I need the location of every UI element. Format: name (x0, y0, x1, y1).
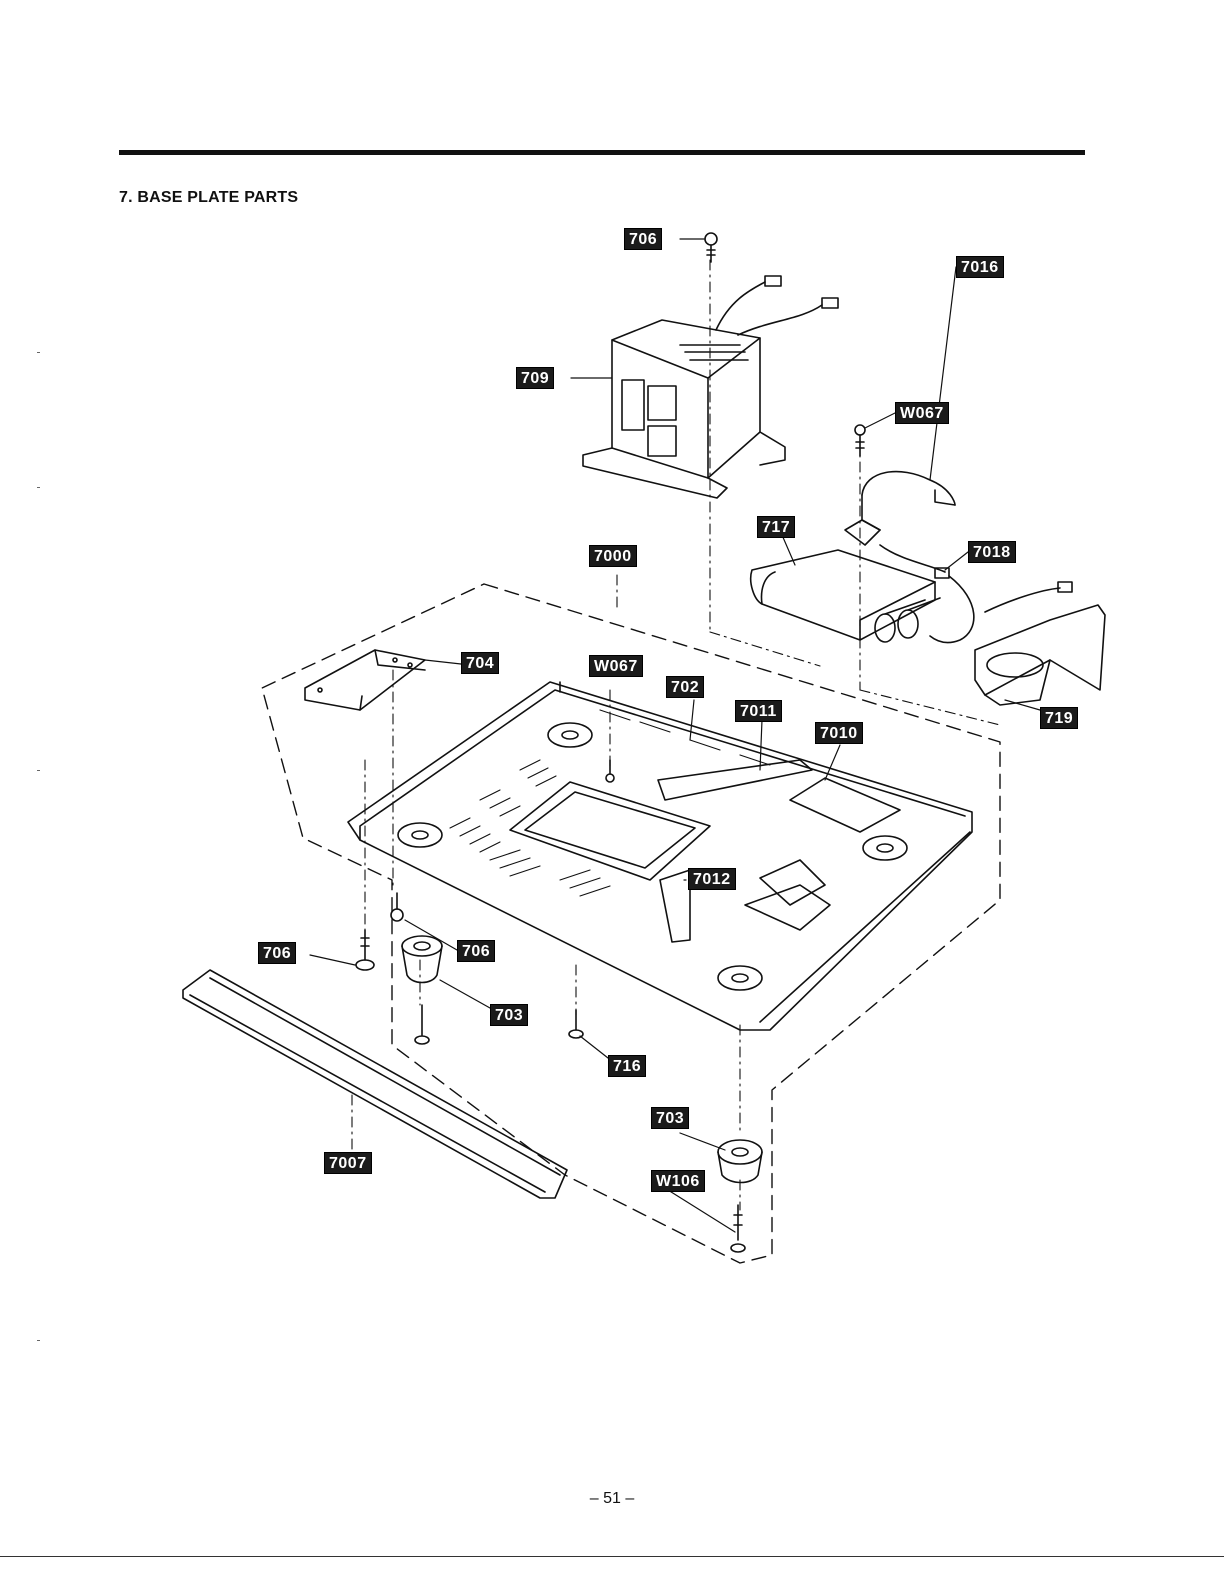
screw-706-top (704, 232, 718, 263)
callout-717: 717 (757, 516, 796, 538)
screw-foot-left (414, 1004, 430, 1045)
assembly-outline (261, 583, 1001, 1264)
capacitor-717 (749, 549, 941, 643)
foot-703-right (717, 1139, 763, 1184)
callout-w067-center: W067 (589, 655, 643, 677)
base-plate-tray (347, 681, 973, 1031)
callout-7011: 7011 (735, 700, 782, 722)
bracket-719 (974, 604, 1106, 706)
callout-706-top: 706 (624, 228, 663, 250)
callout-703-left: 703 (490, 1004, 529, 1026)
screw-706-left (355, 929, 375, 971)
screw-706-mid (390, 892, 404, 922)
bracket-704 (304, 649, 426, 711)
callout-716: 716 (608, 1055, 647, 1077)
foot-703-left (401, 935, 443, 984)
callout-719: 719 (1040, 707, 1079, 729)
diode-7018 (879, 544, 1073, 644)
bottom-rule (0, 1556, 1224, 1557)
callout-703-right: 703 (651, 1107, 690, 1129)
margin-mark (37, 770, 40, 771)
margin-mark (37, 352, 40, 353)
screw-w067-center (605, 759, 615, 783)
transformer-709 (582, 275, 839, 499)
margin-mark (37, 1340, 40, 1341)
clamp-7016 (844, 470, 956, 546)
callout-7000: 7000 (589, 545, 637, 567)
callout-leaders (309, 238, 1041, 1233)
section-title: 7. BASE PLATE PARTS (119, 189, 299, 206)
callout-706-mid: 706 (457, 940, 496, 962)
callout-702: 702 (666, 676, 705, 698)
callout-7007: 7007 (324, 1152, 372, 1174)
callout-7018: 7018 (968, 541, 1016, 563)
callout-7010: 7010 (815, 722, 863, 744)
screw-w067-right (854, 424, 866, 457)
callout-w106: W106 (651, 1170, 705, 1192)
callout-7016: 7016 (956, 256, 1004, 278)
page-number: – 51 – (589, 1490, 635, 1507)
callout-704: 704 (461, 652, 500, 674)
callout-709: 709 (516, 367, 555, 389)
callout-w067-right: W067 (895, 402, 949, 424)
callout-7012: 7012 (688, 868, 736, 890)
top-rule (119, 150, 1085, 155)
screw-w106 (730, 1204, 746, 1253)
callout-706-left: 706 (258, 942, 297, 964)
leader-lines (351, 259, 1001, 1211)
screw-716 (568, 1009, 584, 1039)
margin-mark (37, 487, 40, 488)
rail-7007 (182, 969, 568, 1199)
